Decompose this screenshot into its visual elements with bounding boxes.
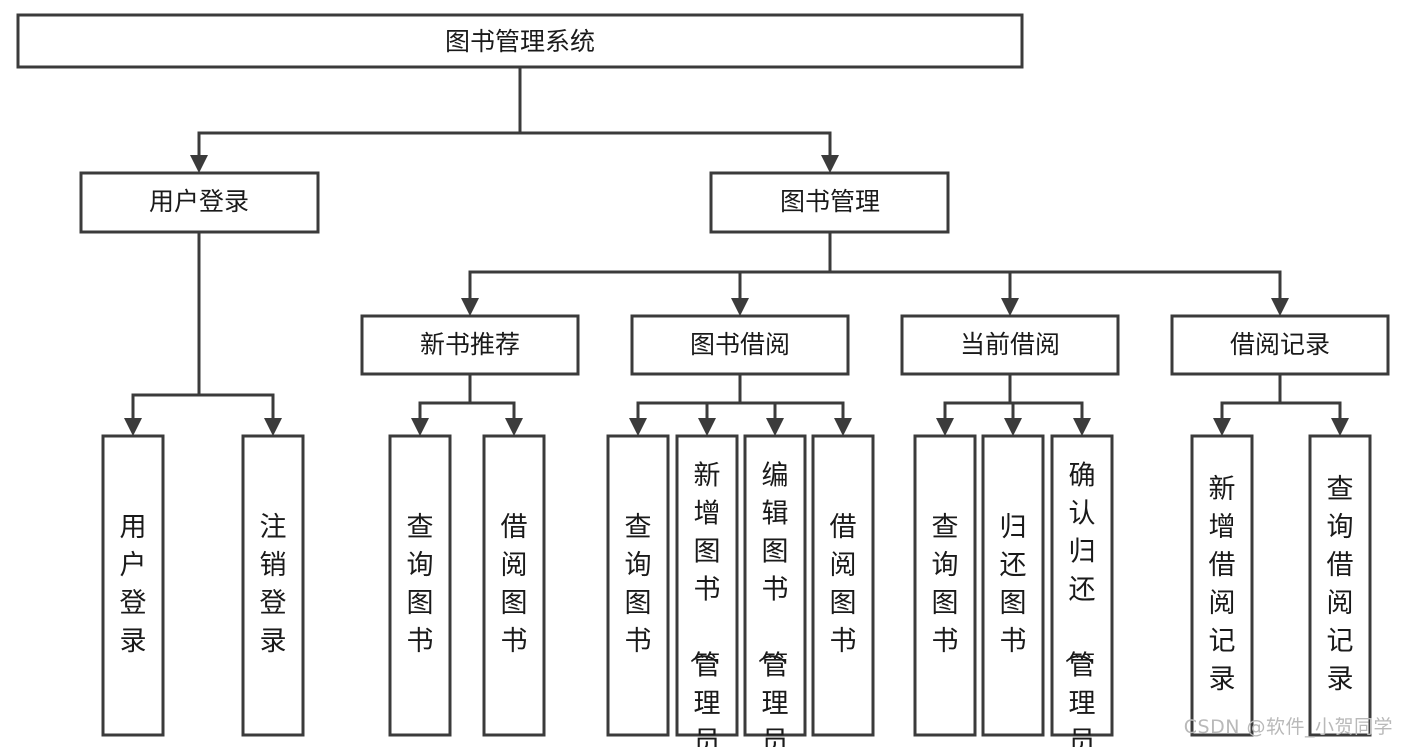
leaf-node[interactable]: 注销登录 (241, 434, 305, 737)
arrow-bb-leaf-3 (766, 418, 784, 436)
leaf-node-label: 查询图书 (932, 512, 959, 657)
node-root-label: 图书管理系统 (445, 27, 595, 56)
connector-group-borrow-record (1213, 372, 1349, 436)
leaf-node[interactable]: 用户登录 (101, 434, 165, 737)
arrow-bb-leaf-1 (629, 418, 647, 436)
arrow-nbr-leaf-1 (411, 418, 429, 436)
arrow-to-borrow-record (1271, 298, 1289, 316)
arrow-cb-leaf-3 (1073, 418, 1091, 436)
leaf-node[interactable]: 查询图书 (606, 434, 670, 737)
leaf-node-label: 借阅图书 (830, 512, 857, 657)
leaf-node-box[interactable] (1050, 434, 1114, 737)
leaf-node-label: 确认归还（管理员） (1062, 461, 1096, 747)
arrow-cb-leaf-2 (1004, 418, 1022, 436)
leaf-node-box[interactable] (811, 434, 875, 737)
leaf-node[interactable]: 归还图书 (981, 434, 1045, 737)
node-current-borrow-box[interactable] (900, 314, 1120, 376)
leaf-node-box[interactable] (981, 434, 1045, 737)
arrow-br-leaf-2 (1331, 418, 1349, 436)
node-borrow-record-label: 借阅记录 (1230, 330, 1330, 359)
leaf-node-label: 查询图书 (625, 512, 652, 657)
leaf-node[interactable]: 查询借阅记录 (1308, 434, 1372, 737)
leaf-node-label: 新增借阅记录 (1209, 474, 1236, 695)
node-root-box[interactable] (16, 13, 1024, 69)
node-book-manage-label: 图书管理 (780, 187, 880, 216)
arrow-to-book-borrow (731, 298, 749, 316)
arrow-to-current-borrow (1001, 298, 1019, 316)
connector-group-new-book-rec (411, 372, 523, 436)
connector-group-book-borrow (629, 372, 852, 436)
leaf-node-box[interactable] (1190, 434, 1254, 737)
connector-group-book-manage (461, 230, 1289, 316)
node-book-manage[interactable]: 图书管理 (709, 171, 950, 234)
connector-group-root (190, 65, 839, 173)
leaf-node[interactable]: 借阅图书 (482, 434, 546, 737)
node-current-borrow[interactable]: 当前借阅 (900, 314, 1120, 376)
leaf-node-box[interactable] (913, 434, 977, 737)
leaf-node-label: 归还图书 (1000, 512, 1027, 657)
leaf-node-box[interactable] (482, 434, 546, 737)
node-book-manage-box[interactable] (709, 171, 950, 234)
node-book-borrow-label: 图书借阅 (690, 330, 790, 359)
node-user-login-label: 用户登录 (149, 187, 249, 216)
leaf-node-layer: 用户登录 注销登录 查询图书 借阅图书 查询图书 新增图书（管理员） 编辑图书（管理员） 借阅… (101, 434, 1372, 747)
leaf-node-label: 用户登录 (120, 512, 147, 657)
leaf-node[interactable]: 编辑图书（管理员） (743, 434, 807, 747)
node-new-book-rec-box[interactable] (360, 314, 580, 376)
arrow-cb-leaf-1 (936, 418, 954, 436)
arrow-to-leaf-logout (264, 418, 282, 436)
arrow-to-new-book-rec (461, 298, 479, 316)
node-book-borrow[interactable]: 图书借阅 (630, 314, 850, 376)
arrow-br-leaf-1 (1213, 418, 1231, 436)
connector-group-current-borrow (936, 372, 1091, 436)
leaf-node-box[interactable] (743, 434, 807, 737)
node-current-borrow-label: 当前借阅 (960, 330, 1060, 359)
leaf-node-label: 注销登录 (260, 512, 287, 657)
leaf-node-box[interactable] (101, 434, 165, 737)
node-borrow-record-box[interactable] (1170, 314, 1390, 376)
node-book-borrow-box[interactable] (630, 314, 850, 376)
leaf-node[interactable]: 确认归还（管理员） (1050, 434, 1114, 747)
leaf-node[interactable]: 新增借阅记录 (1190, 434, 1254, 737)
leaf-node[interactable]: 查询图书 (388, 434, 452, 737)
arrow-root-to-user-login (190, 155, 208, 173)
arrow-bb-leaf-2 (698, 418, 716, 436)
arrow-nbr-leaf-2 (505, 418, 523, 436)
arrow-root-to-book-manage (821, 155, 839, 173)
leaf-node-box[interactable] (1308, 434, 1372, 737)
node-new-book-rec[interactable]: 新书推荐 (360, 314, 580, 376)
leaf-node-label: 查询图书 (407, 512, 434, 657)
leaf-node-label: 借阅图书 (501, 512, 528, 657)
node-user-login-box[interactable] (79, 171, 320, 234)
leaf-node-label: 编辑图书（管理员） (755, 461, 789, 747)
leaf-node-label: 查询借阅记录 (1327, 474, 1354, 695)
leaf-node-box[interactable] (675, 434, 739, 737)
leaf-node-box[interactable] (388, 434, 452, 737)
node-root[interactable]: 图书管理系统 (16, 13, 1024, 69)
leaf-node[interactable]: 新增图书（管理员） (675, 434, 739, 747)
node-user-login[interactable]: 用户登录 (79, 171, 320, 234)
leaf-node-box[interactable] (606, 434, 670, 737)
leaf-node[interactable]: 借阅图书 (811, 434, 875, 737)
node-new-book-rec-label: 新书推荐 (420, 330, 520, 359)
arrow-to-leaf-user-login (124, 418, 142, 436)
leaf-node-box[interactable] (241, 434, 305, 737)
leaf-node-label: 新增图书（管理员） (687, 461, 721, 747)
leaf-node[interactable]: 查询图书 (913, 434, 977, 737)
arrow-bb-leaf-4 (834, 418, 852, 436)
node-borrow-record[interactable]: 借阅记录 (1170, 314, 1390, 376)
connector-group-user-login (124, 230, 282, 436)
